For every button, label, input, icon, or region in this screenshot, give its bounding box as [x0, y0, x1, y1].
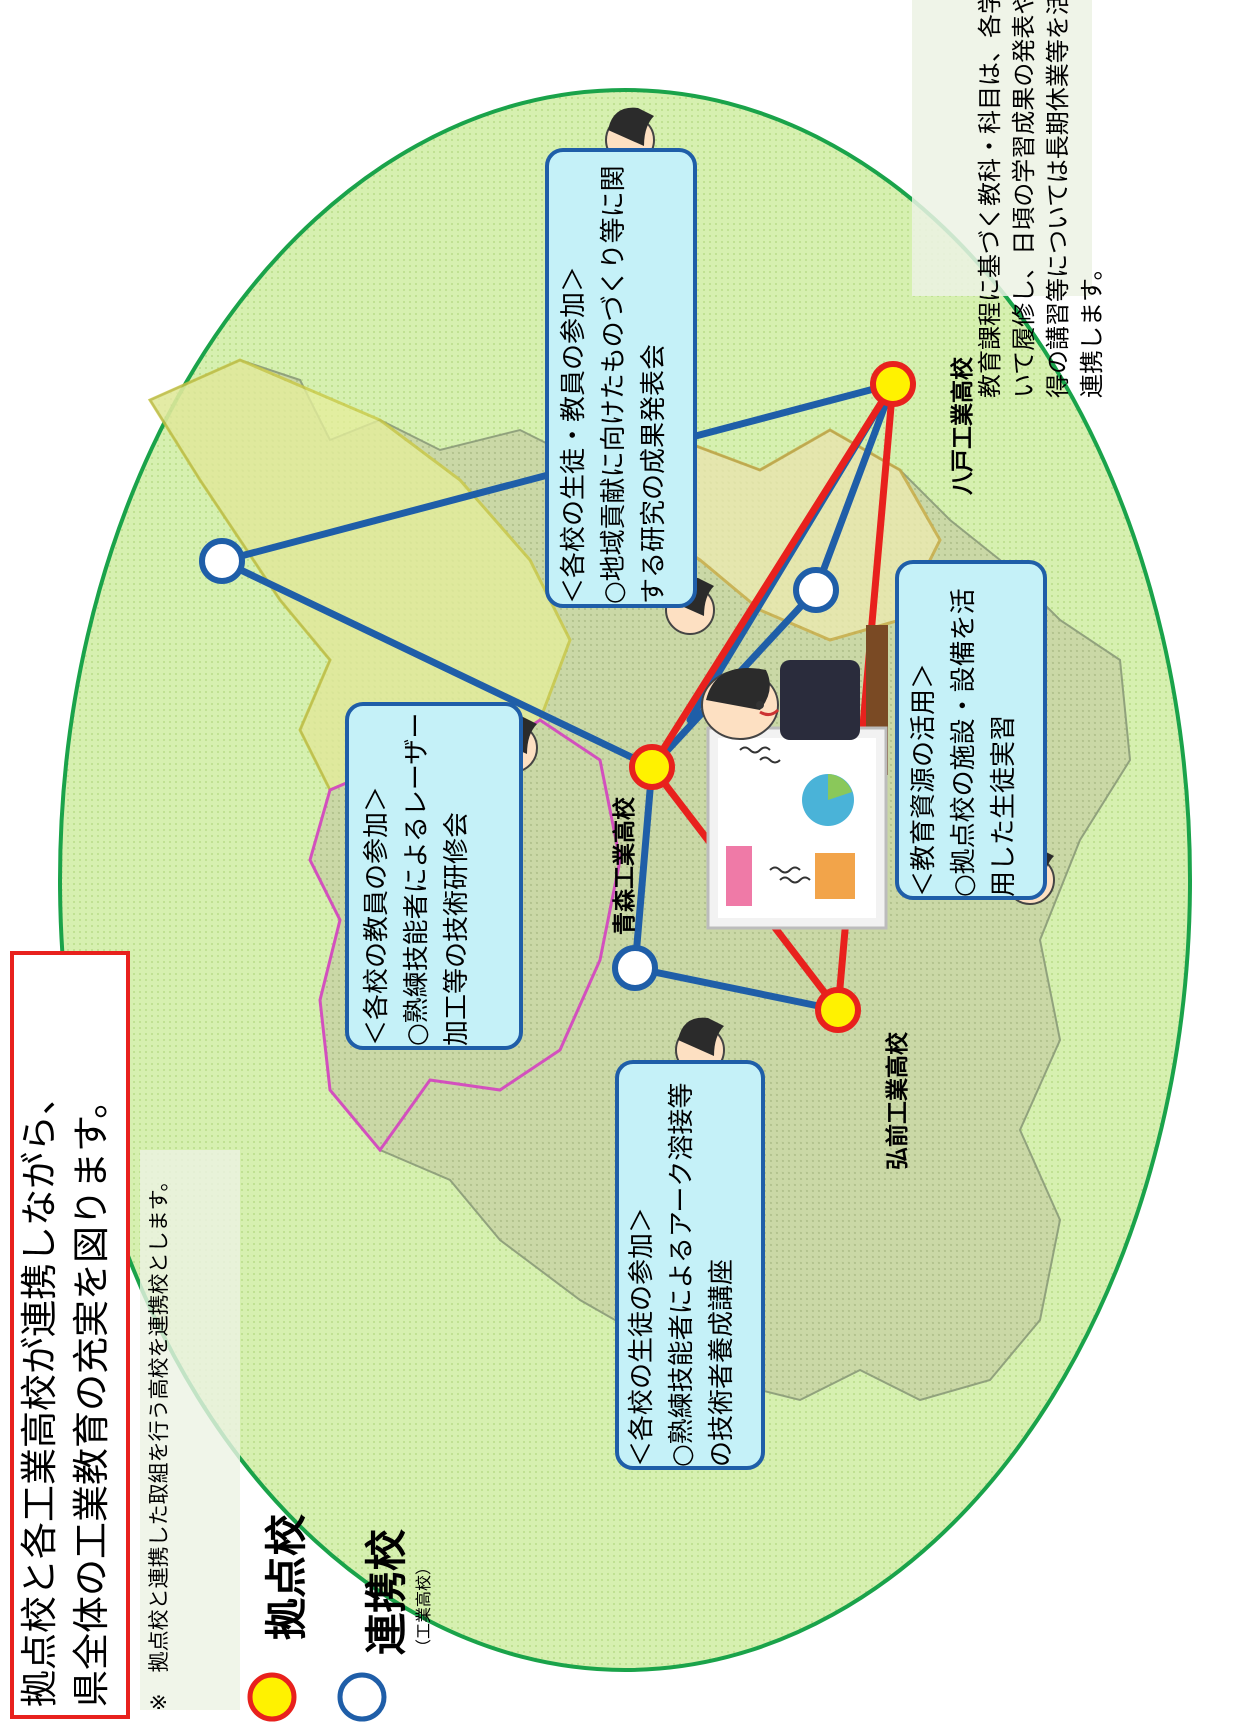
legend-hub-label: 拠点校 [262, 1513, 311, 1640]
network-links [218, 380, 897, 1014]
callout-students-heading: ＜各校の生徒の参加＞ [627, 1206, 657, 1467]
callout-resources-body: ○拠点校の施設・設備を活用した生徒実習 [949, 588, 1019, 897]
link-hirosaki-west [631, 964, 842, 1014]
callout-students-text: ＜各校の生徒の参加＞ ○熟練技能者によるアーク溶接等の技術者養成講座 [622, 1067, 761, 1467]
link-hachinohe-east [812, 380, 897, 594]
callout-research-text: ＜各校の生徒・教員の参加＞ ○地域貢献に向けたものづくり等に関する研究の成果発表… [554, 154, 693, 604]
title-box: 拠点校と各工業高校が連携しながら、 県全体の工業教育の充実を図ります。 [10, 951, 130, 1719]
legend-partner: 連携校 （工業高校） [353, 1455, 433, 1655]
intro-text: 教育課程に基づく教科・科目は、各学校において履修し、日頃の学習成果の発表や資格取… [973, 0, 1163, 398]
note-background: ※ 拠点校と連携した取組を行う高校を連携校とします。 [140, 1150, 240, 1712]
callout-students-body: ○熟練技能者によるアーク溶接等の技術者養成講座 [667, 1082, 737, 1467]
node-hirosaki-hub [815, 987, 861, 1033]
node-aomori-hub [629, 744, 675, 790]
callout-research-heading: ＜各校の生徒・教員の参加＞ [559, 265, 589, 604]
presentation-illustration [701, 625, 888, 930]
legend-partner-icon [337, 1672, 387, 1722]
intro-panel [912, 0, 1092, 296]
link-hub-aomori-hachinohe [648, 380, 897, 771]
school-label-aomori: 青森工業高校 [612, 797, 638, 935]
callout-resources: ＜教育資源の活用＞ ○拠点校の施設・設備を活用した生徒実習 [895, 560, 1047, 900]
legend-partner-label: 連携校 [362, 1528, 411, 1655]
link-aomori-west [631, 763, 656, 972]
callout-research: ＜各校の生徒・教員の参加＞ ○地域貢献に向けたものづくり等に関する研究の成果発表… [545, 148, 697, 608]
school-label-hachinohe: 八戸工業高校 [950, 357, 976, 495]
title-line-1: 拠点校と各工業高校が連携しながら、 [18, 1078, 61, 1707]
node-hachinohe-hub [870, 361, 916, 407]
callout-students: ＜各校の生徒の参加＞ ○熟練技能者によるアーク溶接等の技術者養成講座 [615, 1060, 765, 1470]
callout-resources-text: ＜教育資源の活用＞ ○拠点校の施設・設備を活用した生徒実習 [904, 567, 1043, 897]
title-line-2: 県全体の工業教育の充実を図ります。 [70, 1081, 113, 1707]
note-text: ※ 拠点校と連携した取組を行う高校を連携校とします。 [147, 1170, 171, 1712]
callout-teachers-text: ＜各校の教員の参加＞ ○熟練技能者によるレーザー加工等の技術研修会 [357, 706, 517, 1046]
callout-teachers: ＜各校の教員の参加＞ ○熟練技能者によるレーザー加工等の技術研修会 [345, 702, 523, 1050]
legend-partner-sub: （工業高校） [414, 1558, 433, 1655]
page-title: 拠点校と各工業高校が連携しながら、 県全体の工業教育の充実を図ります。 [14, 955, 126, 1715]
callout-resources-heading: ＜教育資源の活用＞ [909, 662, 939, 897]
callout-research-body: ○地域貢献に向けたものづくり等に関する研究の成果発表会 [599, 165, 669, 604]
intro-body: 教育課程に基づく教科・科目は、各学校において履修し、日頃の学習成果の発表や資格取… [976, 0, 1106, 398]
school-label-hirosaki: 弘前工業高校 [885, 1032, 911, 1170]
node-west-partner [612, 945, 658, 991]
link-aomori-north [218, 557, 656, 771]
node-north-partner [199, 538, 245, 584]
callout-teachers-body: ○熟練技能者によるレーザー加工等の技術研修会 [402, 712, 472, 1046]
legend-hub-icon [247, 1672, 297, 1722]
node-east-partner [793, 567, 839, 613]
callout-teachers-heading: ＜各校の教員の参加＞ [362, 785, 392, 1046]
